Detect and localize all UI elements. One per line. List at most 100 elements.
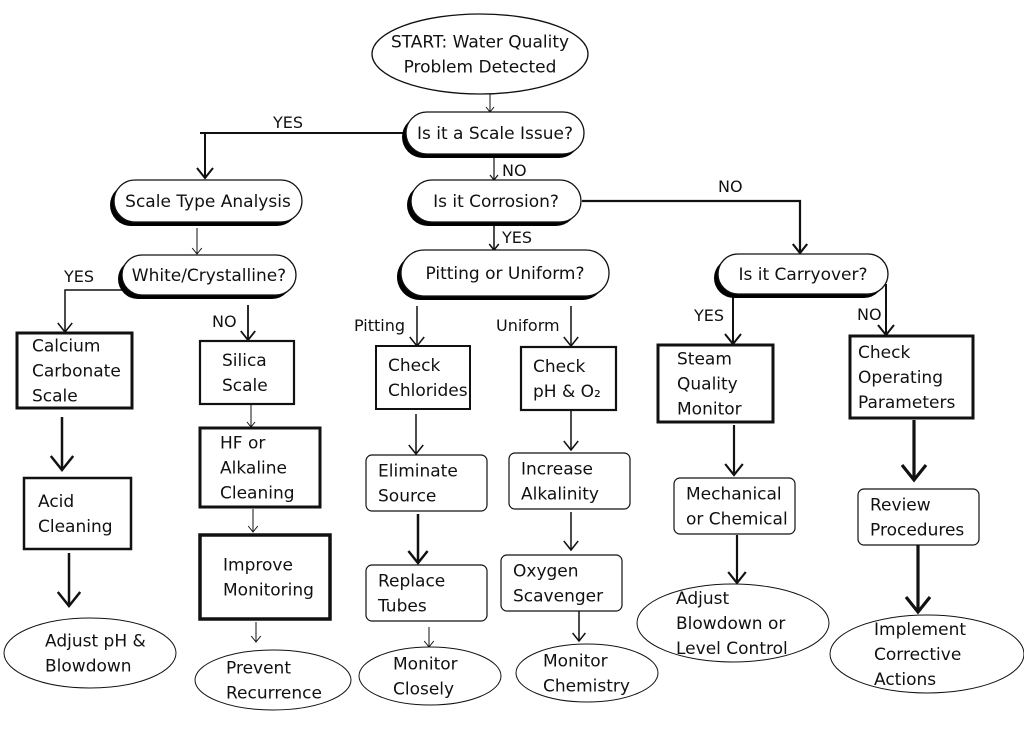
arrowhead-icon (724, 463, 744, 477)
edge-steam-to-mech (724, 425, 744, 477)
ellipse-shape (829, 614, 1024, 694)
node-label-line: Parameters (858, 393, 955, 413)
node-label-line: Cleaning (220, 484, 295, 504)
node-label-line: Scale (222, 376, 268, 396)
connector-line (200, 132, 410, 178)
edge-label: NO (857, 305, 882, 324)
arrowhead-icon (191, 247, 203, 255)
edge-label: Pitting (354, 316, 405, 335)
node-label-line: Scavenger (513, 587, 603, 607)
edge-label: Uniform (496, 316, 560, 335)
node-label-line: Pitting or Uniform? (425, 264, 584, 284)
node-label-line: Chemistry (543, 677, 630, 697)
arrowhead-icon (904, 596, 932, 615)
node-corrosion-q[interactable]: Is it Corrosion? (407, 179, 582, 226)
process-box (198, 426, 322, 509)
edge-label: NO (718, 177, 743, 196)
edge-carryover_q-to-steam (724, 293, 742, 346)
node-label-line: Check (388, 356, 440, 376)
decision-shape (400, 249, 610, 297)
node-label-line: White/Crystalline? (132, 266, 286, 286)
node-label-line: Quality (677, 375, 738, 395)
node-label-line: Check (858, 343, 910, 363)
node-label-line: Check (533, 357, 585, 377)
connector-line (64, 289, 126, 332)
action-box (673, 477, 796, 535)
node-white-q[interactable]: White/Crystalline? (118, 254, 297, 299)
edge-label: NO (212, 312, 237, 331)
edge-label: YES (272, 113, 303, 132)
arrowhead-icon (791, 243, 809, 255)
node-label-line: Alkalinity (521, 485, 599, 505)
edge-alkalinity-to-scavenger (563, 512, 579, 552)
edge-mech-to-adjust_blowdown (727, 535, 747, 585)
node-label-line: Steam (677, 350, 732, 370)
node-label-line: Source (378, 487, 436, 507)
ellipse-shape (358, 646, 502, 706)
node-label-line: Operating (858, 368, 943, 388)
node-label-line: Carbonate (32, 362, 121, 382)
node-label-line: Corrective (874, 645, 961, 665)
action-box (365, 564, 488, 622)
decision-shape (113, 179, 303, 223)
node-scale-q[interactable]: Is it a Scale Issue? (402, 111, 585, 158)
edge-white_q-to-silica (240, 305, 256, 342)
process-box (22, 476, 133, 551)
node-label-line: Review (870, 496, 931, 516)
node-label-line: Silica (222, 351, 267, 371)
edge-corrosion_q-to-carryover_q (582, 199, 809, 255)
edge-chlorides-to-eliminate (408, 414, 424, 456)
node-label-line: Actions (874, 670, 936, 690)
node-label-line: Monitoring (223, 581, 314, 601)
edge-eliminate-to-replace (407, 514, 429, 566)
edge-replace-to-monitor_closely (423, 627, 435, 648)
node-label-line: Mechanical (686, 485, 782, 505)
edge-pitting_q-to-chlorides (409, 306, 425, 348)
node-adjust-ph[interactable]: Adjust pH &Blowdown (3, 617, 177, 689)
edge-scale_q-to-scale_type (196, 132, 410, 180)
edge-label: YES (693, 306, 724, 325)
edge-hf-to-improve (247, 509, 259, 533)
node-label-line: Cleaning (38, 517, 113, 537)
edge-white_q-to-caco3 (57, 289, 126, 334)
edge-label: YES (63, 267, 94, 286)
node-label-line: Improve (223, 556, 293, 576)
process-box (656, 343, 775, 424)
edge-review-to-implement (904, 545, 932, 615)
node-pitting-q[interactable]: Pitting or Uniform? (397, 249, 610, 300)
node-scale-type[interactable]: Scale Type Analysis (110, 179, 303, 226)
process-box (848, 334, 975, 420)
edge-acid-to-adjust_ph (56, 553, 82, 609)
node-label-line: Problem Detected (404, 58, 557, 78)
arrowhead-icon (407, 550, 429, 566)
node-label-line: Is it Corrosion? (433, 192, 559, 212)
node-carryover-q[interactable]: Is it Carryover? (714, 253, 889, 298)
edge-label: NO (502, 161, 527, 180)
ellipse-shape (636, 583, 830, 663)
node-label-line: Replace (378, 572, 445, 592)
action-box (857, 488, 980, 546)
edge-scavenger-to-monitor_chem (572, 611, 586, 643)
